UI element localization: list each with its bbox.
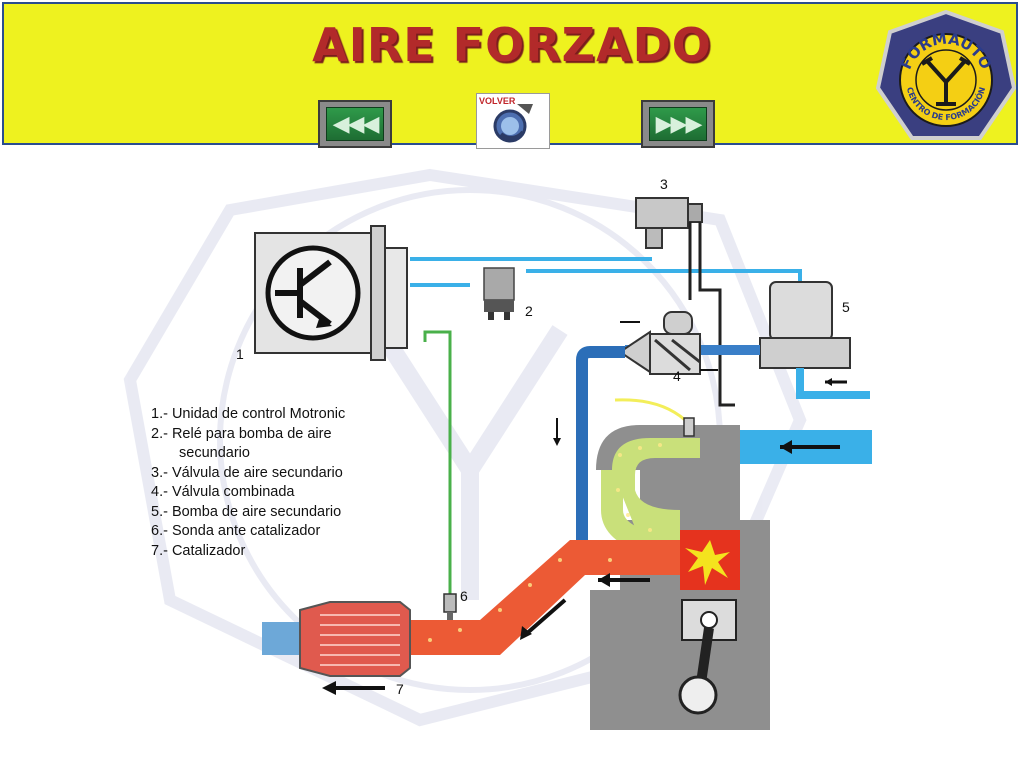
legend-item: 6.- Sonda ante catalizador: [151, 523, 321, 539]
back-button[interactable]: VOLVER: [476, 93, 550, 149]
legend-item: secundario: [179, 445, 250, 461]
secondary-air-valve: [635, 197, 735, 407]
secondary-air-diagram: 1 2 3 4 5 6 7 1.- Unidad de control Motr…: [0, 147, 1024, 768]
engine-block: [590, 425, 770, 730]
label-4: 4: [673, 368, 681, 384]
legend-item: 2.- Relé para bomba de aire: [151, 425, 332, 442]
signal-wire-pump: [526, 269, 802, 285]
fast-forward-icon: ▶▶▶: [649, 107, 707, 141]
legend-item: 5.- Bomba de aire secundario: [151, 503, 342, 520]
globe-arrow-icon: [493, 104, 533, 143]
motronic-control-unit: [254, 225, 408, 361]
formauto-logo: FORMAUTO CENTRO DE FORMACIÓN: [876, 10, 1016, 140]
sensor-wire: [423, 330, 452, 595]
label-7: 7: [396, 681, 404, 697]
pre-catalyst-sensor: [443, 593, 457, 622]
legend-item: 7.- Catalizador: [151, 542, 246, 559]
secondary-air-pump: [759, 281, 870, 399]
legend-item: 1.- Unidad de control Motronic: [151, 406, 346, 422]
back-button-label: VOLVER: [479, 96, 516, 106]
header-bar: AIRE FORZADO ◀◀◀ VOLVER ▶▶▶ FORMAUTO CEN…: [2, 2, 1018, 149]
label-6: 6: [460, 588, 468, 604]
combination-valve: [618, 311, 760, 375]
page-title: AIRE FORZADO: [312, 18, 712, 72]
previous-button[interactable]: ◀◀◀: [318, 100, 392, 148]
next-button[interactable]: ▶▶▶: [641, 100, 715, 148]
rewind-icon: ◀◀◀: [326, 107, 384, 141]
legend: 1.- Unidad de control Motronic 2.- Relé …: [151, 405, 345, 561]
legend-item: 3.- Válvula de aire secundario: [151, 464, 343, 481]
exhaust-port: [612, 438, 700, 540]
secondary-air-relay: [483, 267, 515, 320]
label-5: 5: [842, 299, 850, 315]
exhaust-pipe: [408, 540, 680, 655]
label-2: 2: [525, 303, 533, 319]
legend-item: 4.- Válvula combinada: [151, 484, 295, 500]
catalytic-converter: [262, 601, 411, 695]
air-injection-pipe: [576, 346, 625, 545]
label-1: 1: [236, 346, 244, 362]
label-3: 3: [660, 176, 668, 192]
